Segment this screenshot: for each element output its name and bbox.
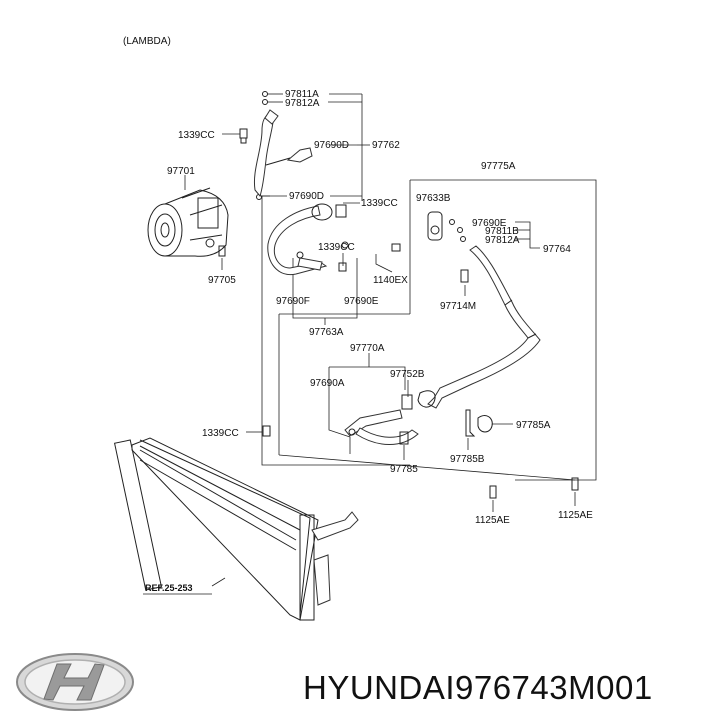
- label-97714m: 97714M: [440, 301, 476, 312]
- label-97690d-2: 97690D: [289, 191, 324, 202]
- suction-hose: [267, 203, 349, 276]
- label-97633b: 97633B: [416, 193, 451, 204]
- label-97764: 97764: [543, 244, 571, 255]
- label-1339cc: 1339CC: [178, 130, 215, 141]
- label-1125ae-2: 1125AE: [558, 510, 593, 521]
- fittings-97752b: [344, 390, 436, 445]
- label-97775a: 97775A: [481, 161, 516, 172]
- compressor: [147, 187, 229, 257]
- label-97812a-2: 97812A: [485, 235, 520, 246]
- bolt-1339cc-top: [239, 128, 248, 144]
- label-97770a: 97770A: [350, 343, 385, 354]
- label-1339cc-4: 1339CC: [202, 428, 239, 439]
- label-97811b: 97811B: [485, 226, 519, 237]
- label-97763a: 97763A: [309, 327, 344, 338]
- label-97690f: 97690F: [276, 296, 310, 307]
- condenser: [113, 437, 359, 621]
- label-97690d: 97690D: [314, 140, 349, 151]
- label-97752b: 97752B: [390, 369, 425, 380]
- part-labels: 97811A 97812A 1339CC 97690D 97762 97701 …: [145, 89, 593, 593]
- part-number: 976743M001: [455, 669, 653, 706]
- label-97690e-2: 97690E: [344, 296, 379, 307]
- label-97811a: 97811A: [285, 89, 319, 100]
- diagram-heading: (LAMBDA): [123, 36, 171, 47]
- label-97812a: 97812A: [285, 98, 320, 109]
- brand-name: HYUNDAI: [303, 669, 455, 706]
- clamps: [399, 409, 493, 445]
- label-97785a: 97785A: [516, 420, 551, 431]
- component-drawings: [113, 91, 579, 621]
- receiver-block: [427, 211, 466, 242]
- label-97785: 97785: [390, 464, 418, 475]
- label-97705: 97705: [208, 275, 236, 286]
- label-97785b: 97785B: [450, 454, 485, 465]
- label-1339cc-2: 1339CC: [361, 198, 398, 209]
- leader-lines: [143, 93, 597, 595]
- label-1125ae: 1125AE: [475, 515, 510, 526]
- hyundai-logo: [16, 653, 134, 711]
- liquid-pipe: [427, 245, 541, 409]
- label-97690a: 97690A: [310, 378, 345, 389]
- label-97690e: 97690E: [472, 218, 507, 229]
- label-1339cc-3: 1339CC: [318, 242, 355, 253]
- label-97701: 97701: [167, 166, 195, 177]
- discharge-hose: [253, 109, 313, 198]
- reference-label: REF.25-253: [145, 583, 193, 593]
- label-97762: 97762: [372, 140, 400, 151]
- label-1140ex: 1140EX: [373, 275, 408, 286]
